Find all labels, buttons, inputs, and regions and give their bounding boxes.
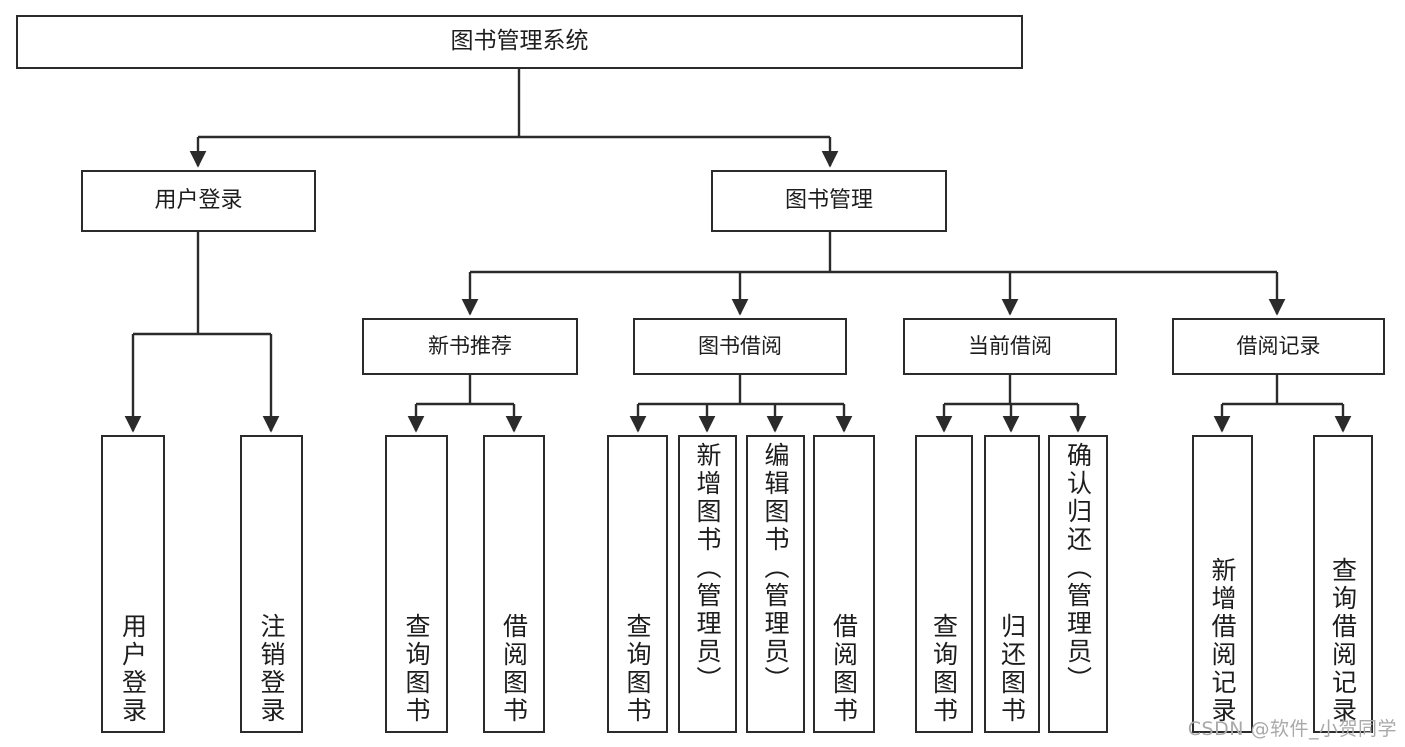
csdn-watermark: CSDN @软件_小贺同学 [1187,718,1397,740]
leaf-add-borrow-record[interactable]: 新增借阅记录 [1192,435,1253,733]
leaf-user-logout[interactable]: 注销登录 [240,435,303,733]
node-label: 查询借阅记录 [1328,557,1358,725]
node-label: 图书借阅 [698,334,782,359]
node-label: 查询图书 [402,613,431,725]
node-label: 编辑图书（管理员） [761,442,790,694]
node-label: 查询图书 [929,613,959,725]
node-label: 新增图书（管理员） [693,442,722,694]
leaf-add-book-admin[interactable]: 新增图书（管理员） [678,435,737,733]
node-label: 用户登录 [154,188,243,214]
node-label: 当前借阅 [968,334,1052,359]
node-user-login[interactable]: 用户登录 [81,170,316,232]
node-label: 用户登录 [118,613,148,725]
leaf-query-book-borrow[interactable]: 查询图书 [607,435,668,733]
leaf-query-borrow-record[interactable]: 查询借阅记录 [1313,435,1373,733]
node-label: 归还图书 [997,613,1027,725]
node-label: 新书推荐 [428,334,512,359]
leaf-return-book[interactable]: 归还图书 [984,435,1040,733]
node-borrow-records[interactable]: 借阅记录 [1172,318,1385,375]
leaf-confirm-return-admin[interactable]: 确认归还（管理员） [1048,435,1108,733]
node-label: 图书管理系统 [450,28,589,55]
node-new-book-recommend[interactable]: 新书推荐 [362,318,578,375]
node-root-system[interactable]: 图书管理系统 [16,15,1023,69]
leaf-query-book-current[interactable]: 查询图书 [915,435,973,733]
node-current-borrow[interactable]: 当前借阅 [903,318,1117,375]
node-label: 借阅图书 [499,613,529,725]
node-label: 注销登录 [257,613,286,725]
leaf-edit-book-admin[interactable]: 编辑图书（管理员） [746,435,805,733]
node-label: 借阅记录 [1236,334,1321,359]
node-book-borrow[interactable]: 图书借阅 [633,318,847,375]
leaf-user-login[interactable]: 用户登录 [101,435,165,733]
leaf-borrow-book[interactable]: 借阅图书 [813,435,875,733]
node-label: 借阅图书 [829,613,859,725]
node-book-management[interactable]: 图书管理 [711,170,947,232]
node-label: 查询图书 [623,613,652,725]
leaf-query-book-recommend[interactable]: 查询图书 [385,435,448,733]
node-label: 新增借阅记录 [1208,557,1237,725]
node-label: 确认归还（管理员） [1063,442,1093,694]
node-label: 图书管理 [784,188,873,214]
leaf-borrow-book-recommend[interactable]: 借阅图书 [483,435,545,733]
